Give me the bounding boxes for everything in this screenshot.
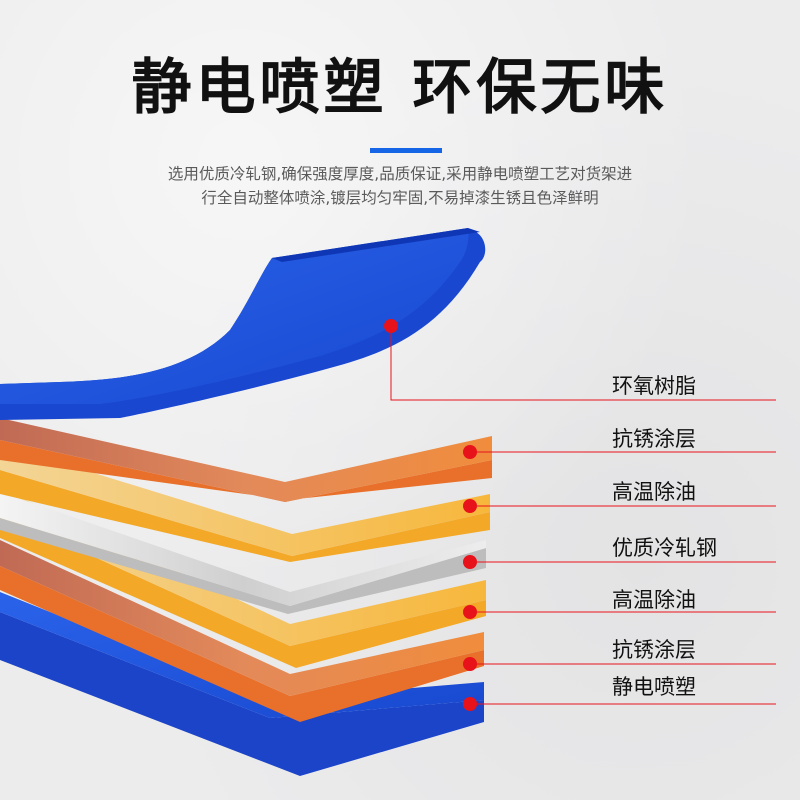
marker-dot-7	[463, 697, 477, 711]
layer-rust-coat-lower	[0, 540, 484, 722]
marker-dot-6	[463, 657, 477, 671]
layer-rust-coat-upper	[0, 418, 492, 502]
layer-degrease-lower	[0, 488, 486, 668]
description-line-1: 选用优质冷轧钢,确保强度厚度,品质保证,采用静电喷塑工艺对货架进	[167, 165, 633, 183]
label-rust-coat-lower: 抗锈涂层	[612, 638, 696, 662]
callout-dots	[384, 319, 477, 711]
description: 选用优质冷轧钢,确保强度厚度,品质保证,采用静电喷塑工艺对货架进 行全自动整体喷…	[0, 162, 800, 210]
title-underline	[370, 148, 442, 153]
label-powder-coat: 静电喷塑	[612, 675, 696, 699]
marker-dot-3	[463, 499, 477, 513]
label-cold-rolled-steel: 优质冷轧钢	[612, 536, 717, 560]
label-degrease-lower: 高温除油	[612, 588, 696, 612]
page-title: 静电喷塑 环保无味	[131, 53, 669, 123]
marker-dot-2	[463, 445, 477, 459]
callout-lines	[390, 326, 776, 705]
description-line-2: 行全自动整体喷涂,镀层均匀牢固,不易掉漆生锈且色泽鲜明	[201, 189, 599, 207]
layer-cold-rolled-steel	[0, 492, 486, 614]
layer-epoxy-resin	[0, 228, 486, 420]
label-degrease-upper: 高温除油	[612, 480, 696, 504]
callout-line-1	[390, 326, 776, 401]
label-rust-coat-upper: 抗锈涂层	[612, 427, 696, 451]
marker-dot-1	[384, 319, 398, 333]
layer-degrease-upper	[0, 444, 490, 562]
marker-dot-5	[463, 605, 477, 619]
label-epoxy-resin: 环氧树脂	[612, 374, 696, 398]
marker-dot-4	[463, 555, 477, 569]
